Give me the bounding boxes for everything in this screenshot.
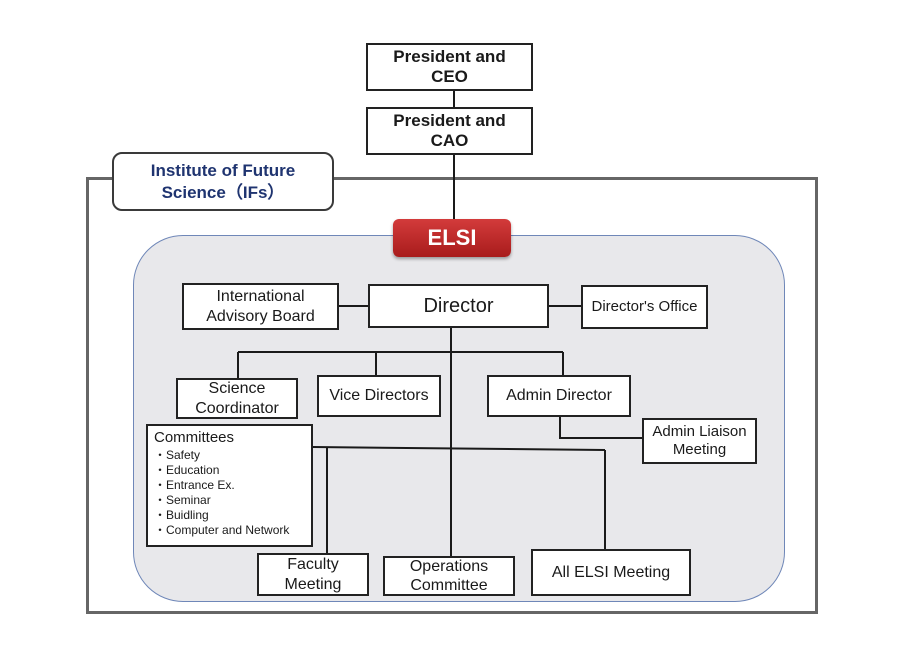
director-box: Director [368, 284, 549, 328]
directors-office-box: Director's Office [581, 285, 708, 329]
faculty-meeting-box: Faculty Meeting [257, 553, 369, 596]
committee-item: ・Seminar [154, 493, 211, 507]
president-cao-box: President and CAO [366, 107, 533, 155]
operations-committee-box: Operations Committee [383, 556, 515, 596]
committee-item: ・Computer and Network [154, 523, 290, 537]
science-coordinator-box: Science Coordinator [176, 378, 298, 419]
international-advisory-board-box: International Advisory Board [182, 283, 339, 330]
institute-region [86, 177, 818, 614]
institute-label: Institute of Future Science（IFs） [112, 152, 334, 211]
committee-item: ・Buidling [154, 508, 209, 522]
president-ceo-box: President and CEO [366, 43, 533, 91]
meetings-horizontal-line [312, 446, 606, 451]
committee-item: ・Education [154, 463, 220, 477]
admin-liaison-line [559, 417, 642, 439]
all-elsi-meeting-box: All ELSI Meeting [531, 549, 691, 596]
committee-item: ・Entrance Ex. [154, 478, 235, 492]
admin-liaison-meeting-box: Admin Liaison Meeting [642, 418, 757, 464]
vice-directors-box: Vice Directors [317, 375, 441, 417]
committee-item: ・Safety [154, 448, 201, 462]
committees-box: Committees ・Safety ・Education ・Entrance … [146, 424, 313, 547]
committees-title: Committees [154, 429, 235, 446]
elsi-badge: ELSI [393, 219, 511, 257]
admin-director-box: Admin Director [487, 375, 631, 417]
